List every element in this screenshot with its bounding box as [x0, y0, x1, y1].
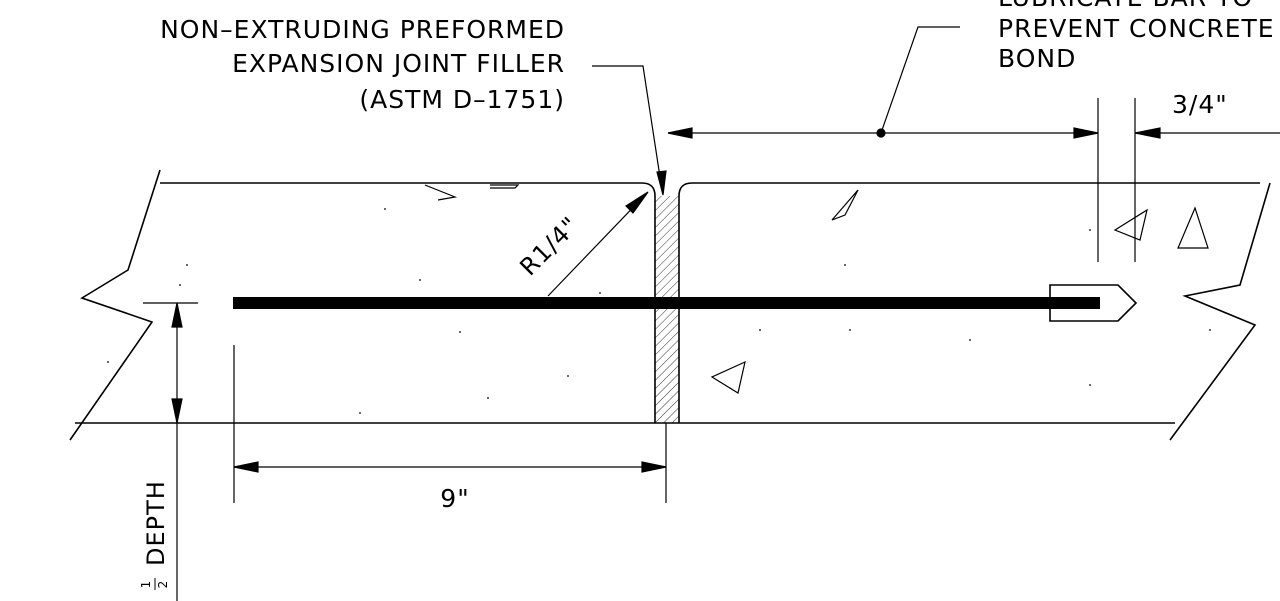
- dowel-sleeve: [1049, 284, 1138, 322]
- filler-leader: [592, 65, 667, 196]
- depth-label: DEPTH: [142, 480, 170, 566]
- filler-note-line3: (ASTM D–1751): [359, 85, 565, 114]
- lubricate-leader: [880, 26, 960, 134]
- filler-note-line1: NON–EXTRUDING PREFORMED: [160, 15, 565, 44]
- depth-fraction-denominator: 2: [156, 580, 170, 589]
- radius-leader: [547, 191, 649, 297]
- aggregate-marks: [424, 184, 1209, 394]
- dowel-bar: [233, 297, 1100, 309]
- depth-dimension: [143, 302, 198, 601]
- lubricate-dimension: [667, 98, 1280, 262]
- slab-outline: [69, 169, 1271, 441]
- annotation-texts: NON–EXTRUDING PREFORMED EXPANSION JOINT …: [139, 0, 1275, 590]
- depth-label-group: 1 2 DEPTH: [139, 480, 170, 590]
- filler-note-line2: EXPANSION JOINT FILLER: [232, 49, 565, 78]
- concrete-speckles: [107, 208, 1211, 414]
- lubricate-note-line1: LUBRICATE BAR TO: [998, 0, 1253, 12]
- bar-length-label: 9": [440, 484, 469, 513]
- radius-label: R1/4": [514, 211, 584, 281]
- bar-gap-label: 3/4": [1172, 90, 1228, 119]
- lubricate-note-line2: PREVENT CONCRETE: [998, 14, 1275, 43]
- lubricate-note-line3: BOND: [998, 44, 1076, 73]
- depth-fraction-numerator: 1: [139, 580, 153, 589]
- bar-length-dimension: [233, 345, 667, 503]
- joint-filler: [654, 196, 680, 423]
